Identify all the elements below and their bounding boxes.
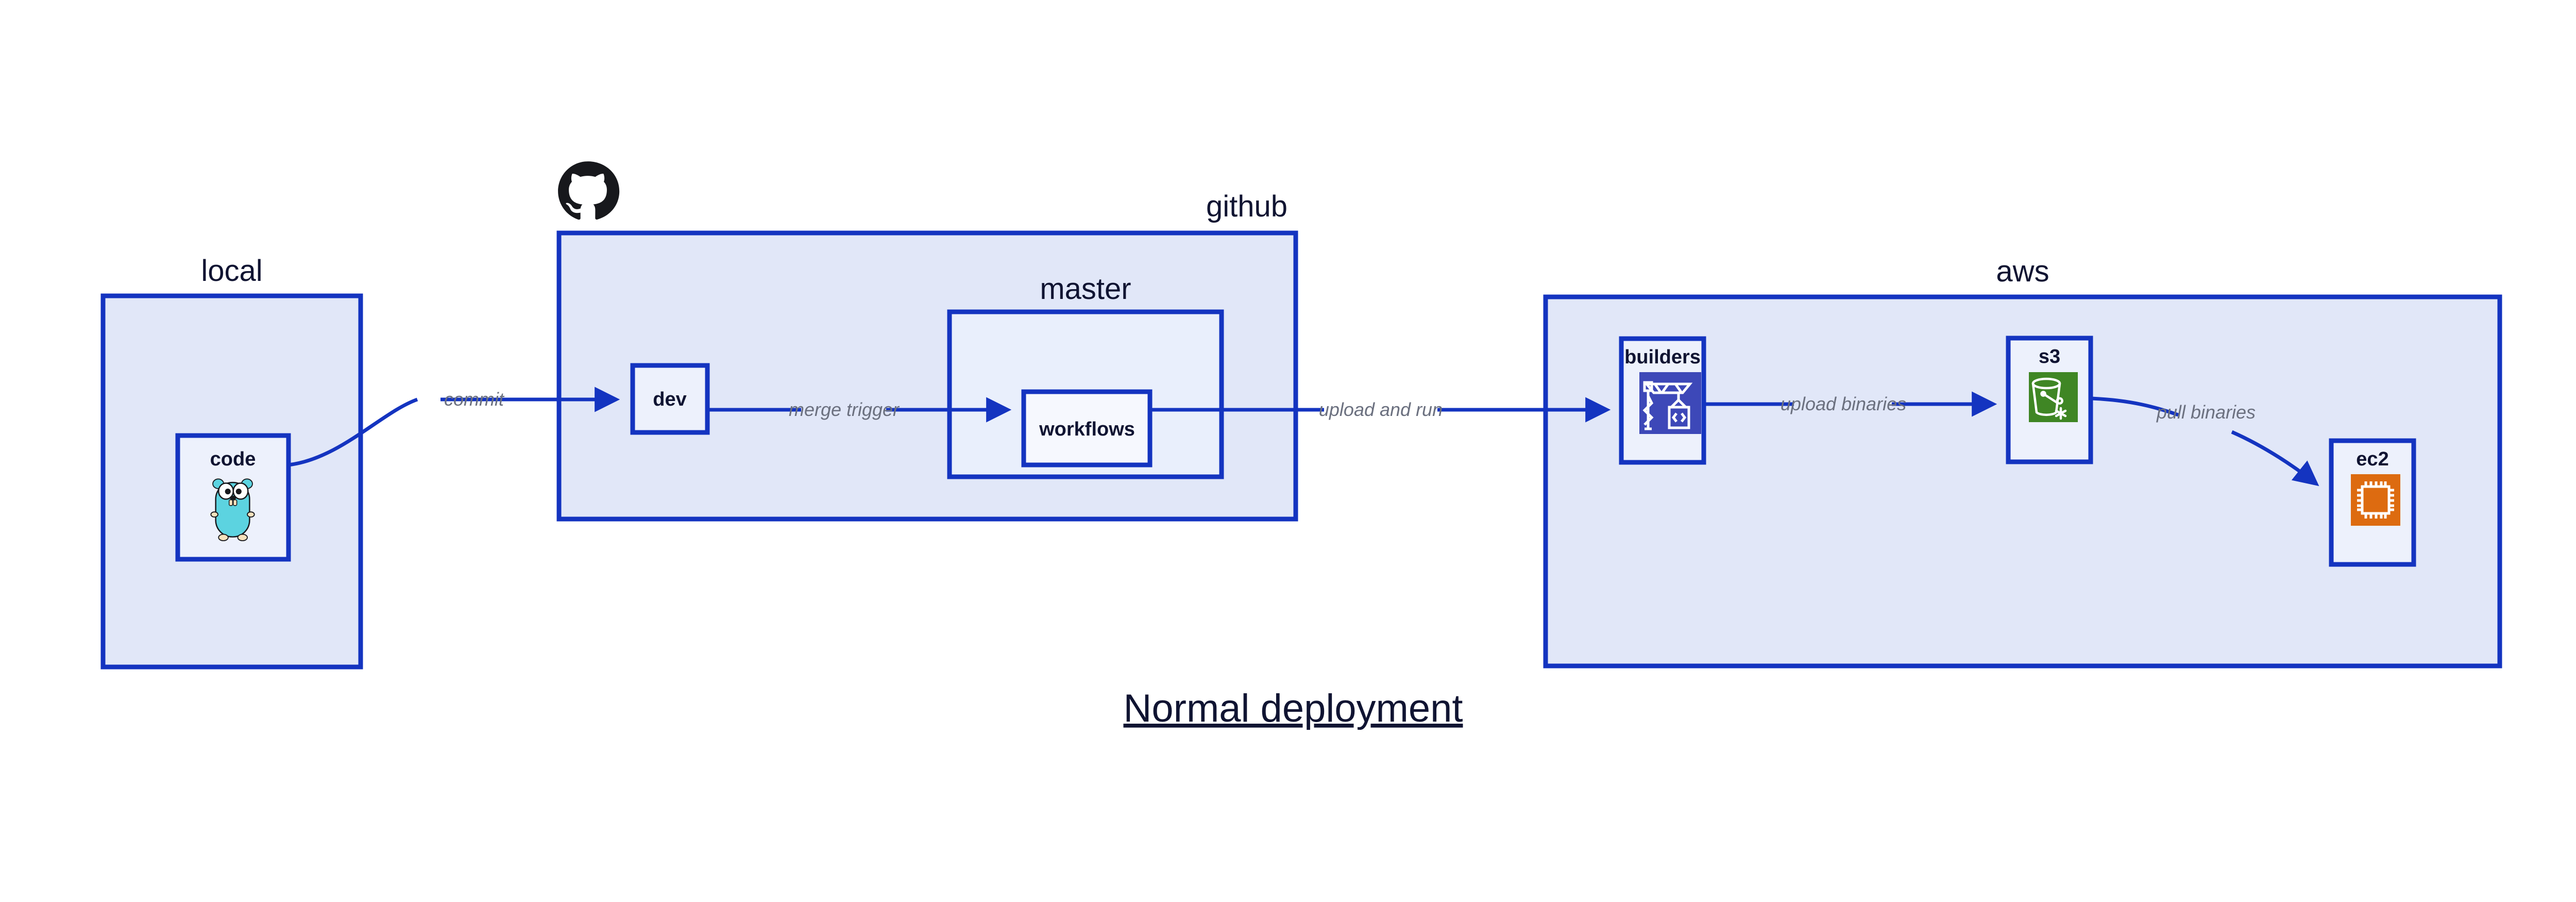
aws-s3-bucket-icon — [2029, 372, 2078, 422]
node-dev-box[interactable] — [630, 363, 710, 435]
edge-commit-label: commit — [444, 389, 505, 410]
edge-commit: commit — [288, 387, 620, 467]
node-ec2[interactable]: ec2 — [2329, 438, 2416, 567]
edge-pull-binaries-line-b — [2231, 430, 2319, 487]
edge-pull-binaries-label: pull binaries — [2156, 402, 2256, 423]
node-ec2-label: ec2 — [2356, 448, 2388, 470]
node-dev-label: dev — [653, 389, 686, 410]
node-workflows-box[interactable] — [1021, 389, 1153, 467]
edge-upload-and-run-label: upload and run — [1319, 399, 1443, 420]
go-gopher-icon — [210, 478, 255, 541]
edge-merge-trigger-label: merge trigger — [789, 399, 900, 420]
node-s3[interactable]: s3 — [2006, 336, 2093, 464]
edge-upload-and-run: upload and run — [1150, 397, 1611, 423]
edge-upload-binaries-label: upload binaries — [1781, 393, 1906, 414]
edge-merge-trigger: merge trigger — [707, 397, 1012, 423]
node-builders[interactable]: builders — [1619, 336, 1706, 465]
edge-pull-binaries: pull binaries — [2090, 396, 2319, 487]
edge-commit-line-a — [288, 397, 418, 467]
github-octocat-icon — [558, 161, 620, 220]
group-local-label: local — [201, 254, 262, 288]
node-dev[interactable]: dev — [630, 363, 710, 435]
subgroup-master-label: master — [1040, 272, 1131, 306]
edge-upload-binaries: upload binaries — [1704, 391, 1997, 417]
aws-ec2-chip-icon — [2351, 474, 2400, 526]
edge-pull-binaries-line-a — [2090, 396, 2179, 417]
group-aws-label: aws — [1996, 255, 2049, 288]
node-workflows[interactable]: workflows — [1021, 389, 1153, 467]
node-builders-label: builders — [1624, 346, 1701, 368]
group-github-label: github — [1206, 190, 1287, 223]
node-s3-label: s3 — [2039, 346, 2060, 368]
aws-codebuild-crane-icon — [1639, 372, 1701, 434]
node-workflows-label: workflows — [1039, 419, 1135, 440]
diagram-title: Normal deployment — [1124, 687, 1463, 730]
node-code[interactable]: code — [175, 433, 291, 562]
node-code-label: code — [210, 448, 256, 470]
